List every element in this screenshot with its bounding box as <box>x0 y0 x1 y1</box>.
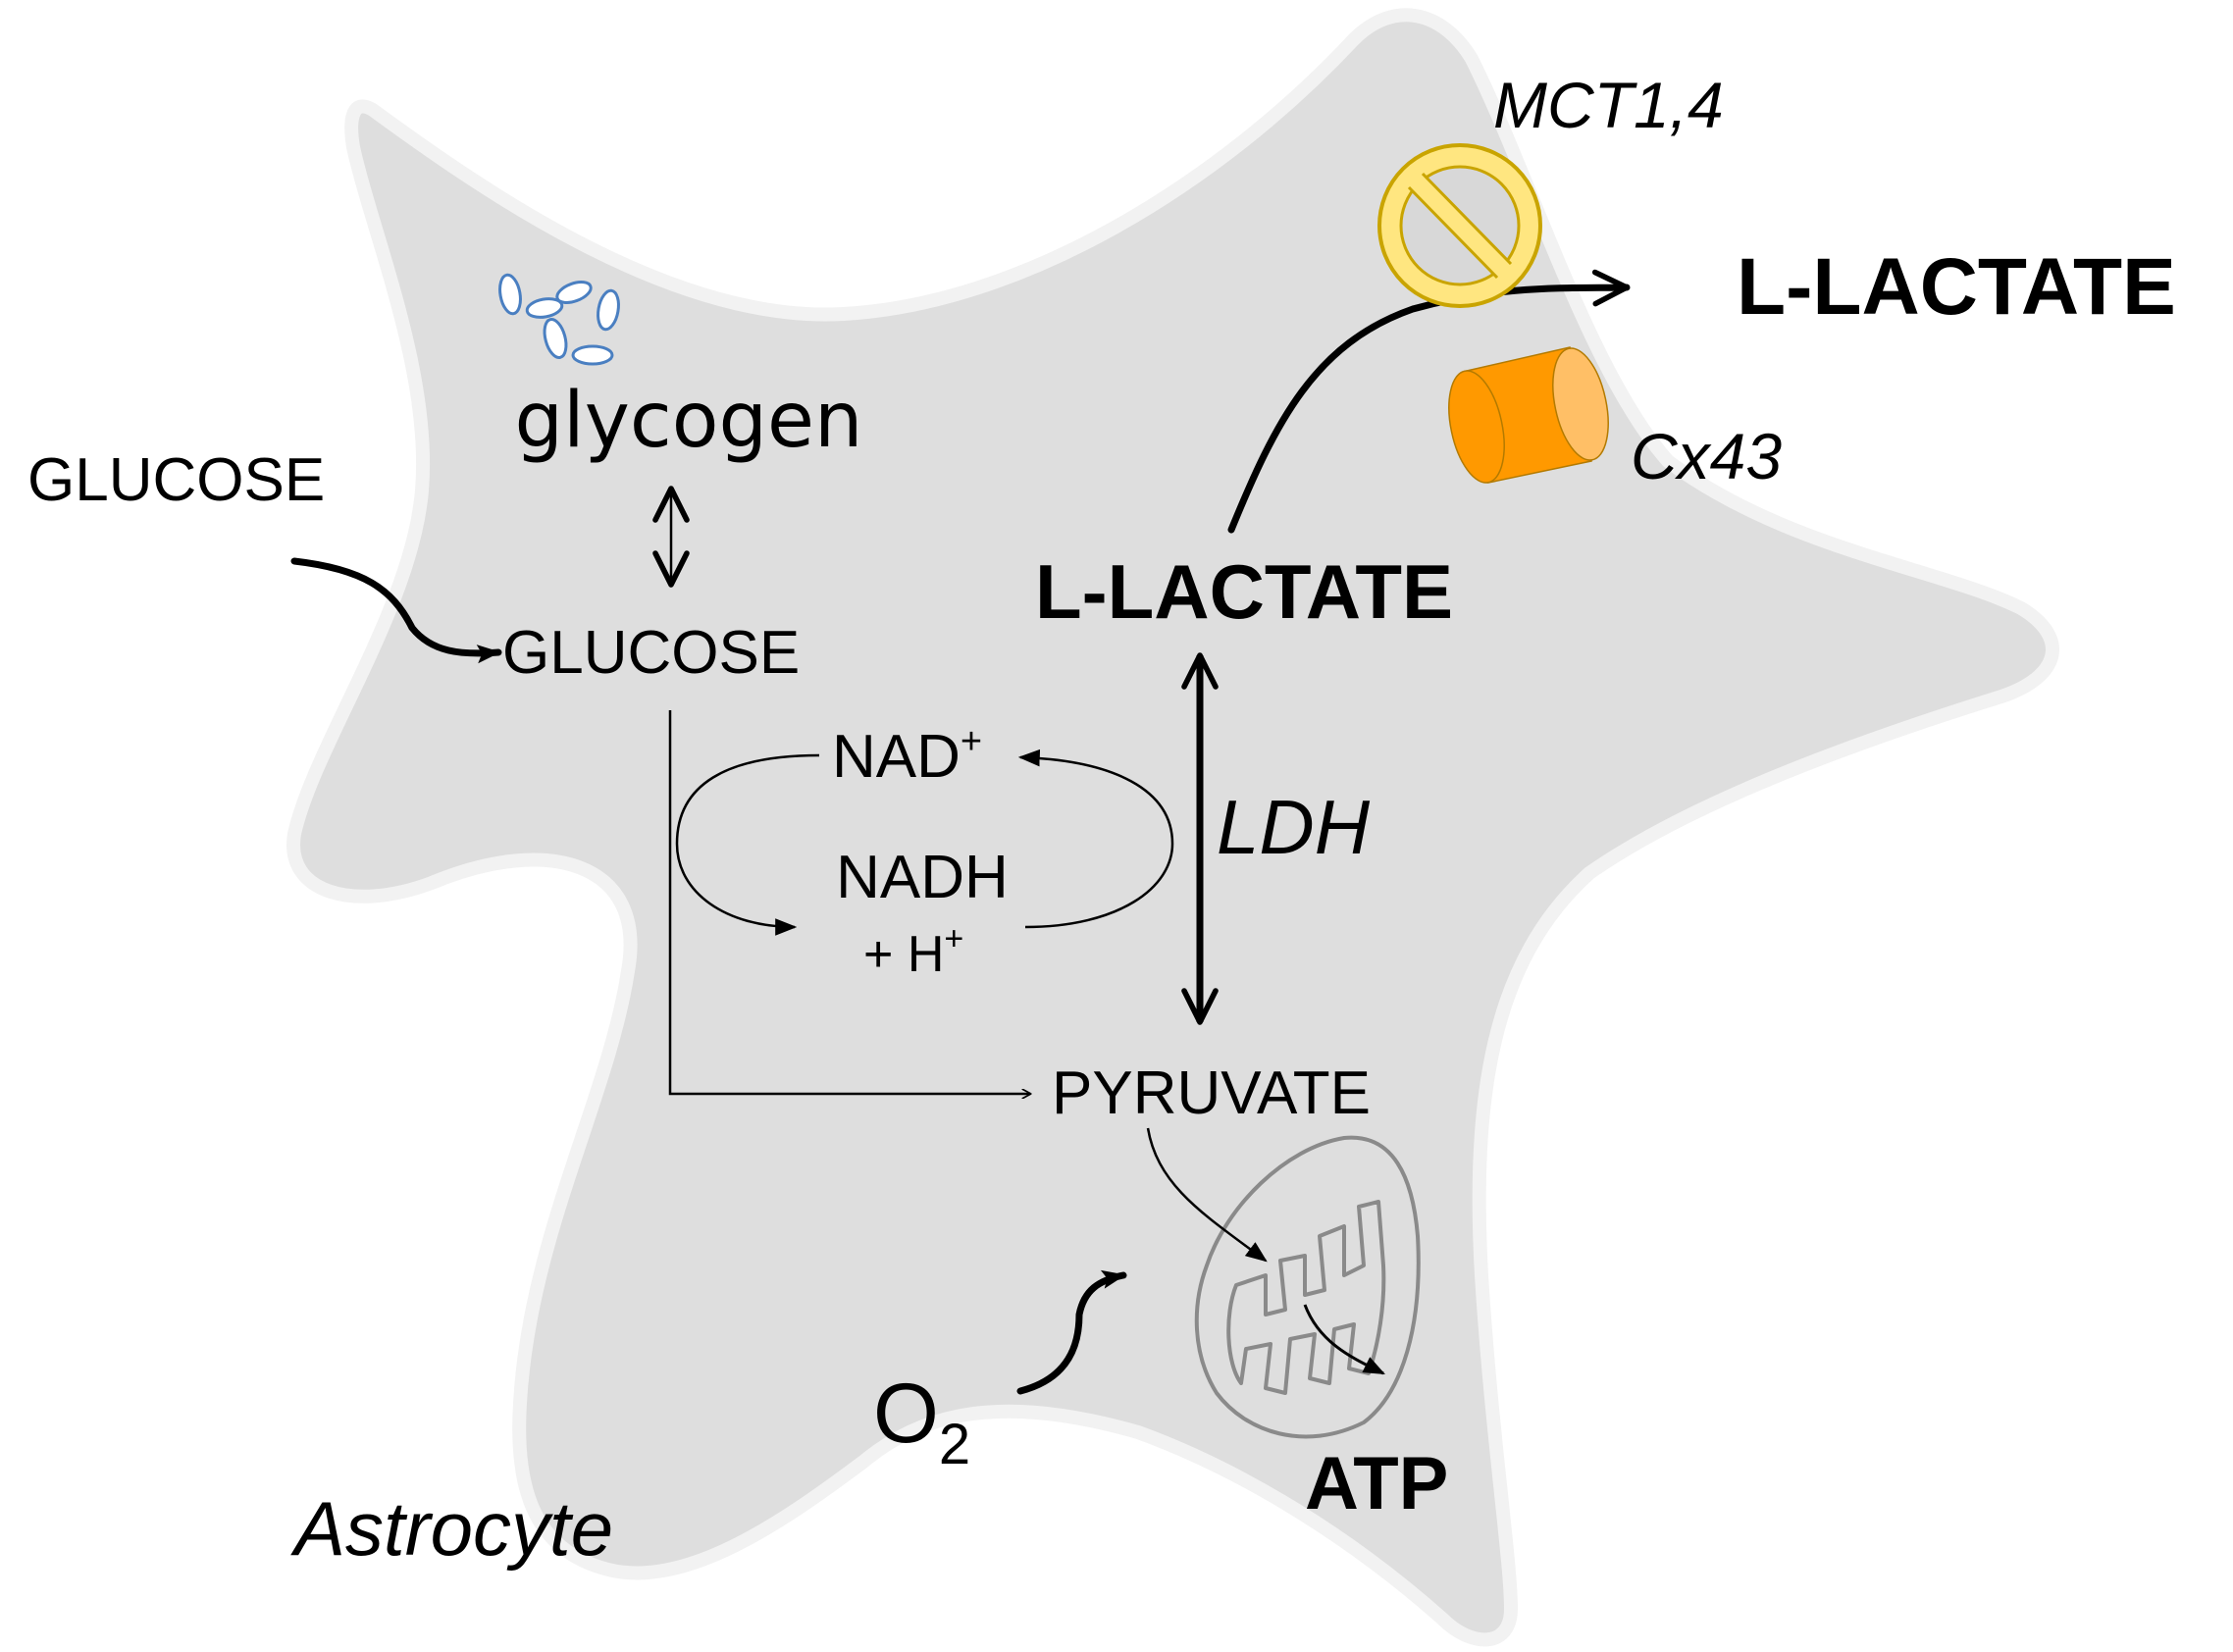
lactate-inside-label: L-LACTATE <box>1035 548 1453 635</box>
oxygen-text: O <box>873 1367 939 1461</box>
glucose-uptake-arrow <box>290 557 502 664</box>
pyruvate-label: PYRUVATE <box>1052 1059 1371 1127</box>
nadh-label: NADH <box>836 844 1009 911</box>
cx43-label: Cx43 <box>1631 420 1782 492</box>
nad-plus-label: NAD+ <box>832 721 982 791</box>
astrocyte-cell-body <box>286 8 2059 1647</box>
oxygen-label: O2 <box>873 1367 970 1476</box>
cylinder-channel-icon <box>1448 346 1609 484</box>
glucose-inside-label: GLUCOSE <box>502 619 800 687</box>
oxygen-uptake-arrow <box>1016 1269 1127 1395</box>
nad-cycle-left-arc <box>675 753 820 936</box>
astrocyte-label: Astrocyte <box>290 1485 613 1572</box>
lactate-export-arrow <box>1227 269 1631 534</box>
glycogen-granules-icon <box>498 273 620 366</box>
nad-plus-text: NAD <box>832 723 961 791</box>
glycogen-label: glycogen <box>515 377 863 465</box>
nad-plus-superscript: + <box>961 721 982 762</box>
nad-cycle-right-arc <box>1017 749 1174 929</box>
pyruvate-mito-arrow <box>1146 1127 1268 1263</box>
prohibition-icon <box>1377 143 1542 308</box>
mito-atp-arrow <box>1303 1304 1385 1375</box>
oxygen-subscript: 2 <box>939 1413 970 1476</box>
atp-label: ATP <box>1305 1442 1448 1525</box>
glucose-pyruvate-arrow <box>668 710 1030 1094</box>
lactate-outside-label: L-LACTATE <box>1737 242 2176 332</box>
glucose-outside-label: GLUCOSE <box>27 446 325 514</box>
h-plus-superscript: + <box>944 920 963 957</box>
h-plus-text: + H <box>863 926 944 983</box>
mct-label: MCT1,4 <box>1493 69 1724 141</box>
ldh-label: LDH <box>1217 784 1371 870</box>
h-plus-label: + H+ <box>863 920 963 983</box>
